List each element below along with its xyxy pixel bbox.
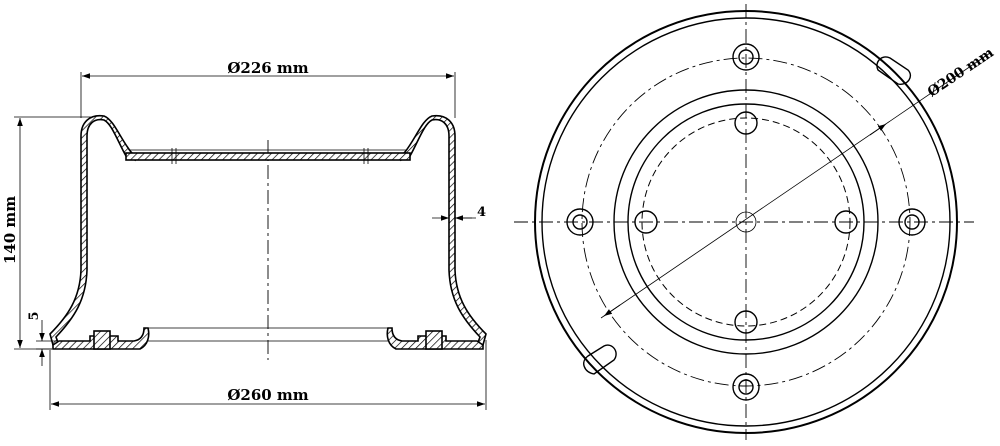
base-bolt-right [425,330,443,350]
outer-bolt-circle [581,57,911,387]
left-wall-profile [49,114,136,346]
side-section-view: Ø226 mm Ø260 mm 140 mm 5 4 [1,59,487,410]
slot-upper-right [876,56,912,85]
top-diameter-label: Ø226 mm [227,59,308,77]
slot-lower-left [583,344,617,375]
middle-ring-outer [613,89,879,355]
middle-ring-inner [627,103,865,341]
base-bolt-left [93,330,111,350]
outer-bolt-holes [566,43,926,401]
top-plan-view: Ø200 mm [514,4,997,440]
bolt-circle-diameter-label: Ø200 mm [925,45,997,101]
bottom-diameter-label: Ø260 mm [227,386,308,404]
outer-rim-inner [541,17,951,427]
outer-rim [534,10,958,434]
right-wall-profile [400,114,487,346]
base-thickness-label: 5 [27,311,42,320]
inner-bolt-circle [641,117,851,327]
inner-bolt-holes [634,111,858,334]
top-plate [125,152,411,161]
bolt-circle-dimension-line [600,52,991,319]
center-hub [735,211,757,233]
height-label: 140 mm [1,196,19,264]
wall-thickness-label: 4 [477,205,486,220]
